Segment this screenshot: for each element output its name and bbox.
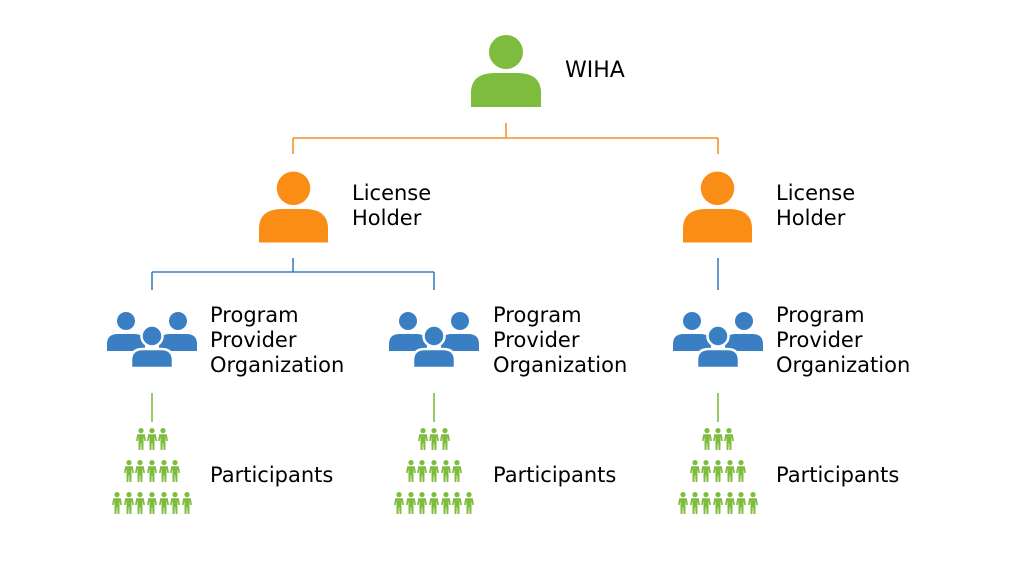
wiha-label: WIHA: [565, 58, 625, 83]
holder-2-label-line2: Holder: [776, 206, 846, 230]
provider-3-group-icon: [671, 310, 765, 370]
provider-3-label-line1: Program: [776, 303, 865, 327]
provider-3-label: Program Provider Organization: [776, 303, 910, 378]
connector-holders-providers: [151, 258, 719, 290]
wiha-person-icon: [471, 35, 541, 107]
provider-3-label-line3: Organization: [776, 353, 911, 377]
holder-1-label-line1: License: [352, 181, 432, 205]
participants-1-label: Participants: [210, 463, 333, 488]
holder-1-label: License Holder: [352, 181, 431, 231]
participants-2-label-text: Participants: [493, 463, 617, 487]
provider-1-label-line2: Provider: [210, 328, 297, 352]
provider-2-label-line2: Provider: [493, 328, 580, 352]
provider-2-group-icon: [387, 310, 481, 370]
participants-1-label-text: Participants: [210, 463, 334, 487]
connector-providers-participants: [151, 393, 719, 422]
holder-2-label-line1: License: [776, 181, 856, 205]
holder-1-person-icon: [259, 171, 328, 243]
holder-2-label: License Holder: [776, 181, 855, 231]
provider-1-group-icon: [105, 310, 199, 370]
provider-2-label-line1: Program: [493, 303, 582, 327]
participants-2-crowd-icon: [394, 428, 474, 514]
participants-2-label: Participants: [493, 463, 616, 488]
holder-1-label-line2: Holder: [352, 206, 422, 230]
provider-1-label-line3: Organization: [210, 353, 345, 377]
provider-2-label: Program Provider Organization: [493, 303, 627, 378]
provider-3-label-line2: Provider: [776, 328, 863, 352]
participants-3-label: Participants: [776, 463, 899, 488]
provider-1-label: Program Provider Organization: [210, 303, 344, 378]
connector-top-holders: [292, 123, 719, 154]
wiha-label-text: WIHA: [565, 58, 625, 83]
participants-3-crowd-icon: [678, 428, 758, 514]
provider-1-label-line1: Program: [210, 303, 299, 327]
participants-1-crowd-icon: [112, 428, 192, 514]
holder-2-person-icon: [683, 171, 752, 243]
participants-3-label-text: Participants: [776, 463, 900, 487]
provider-2-label-line3: Organization: [493, 353, 628, 377]
